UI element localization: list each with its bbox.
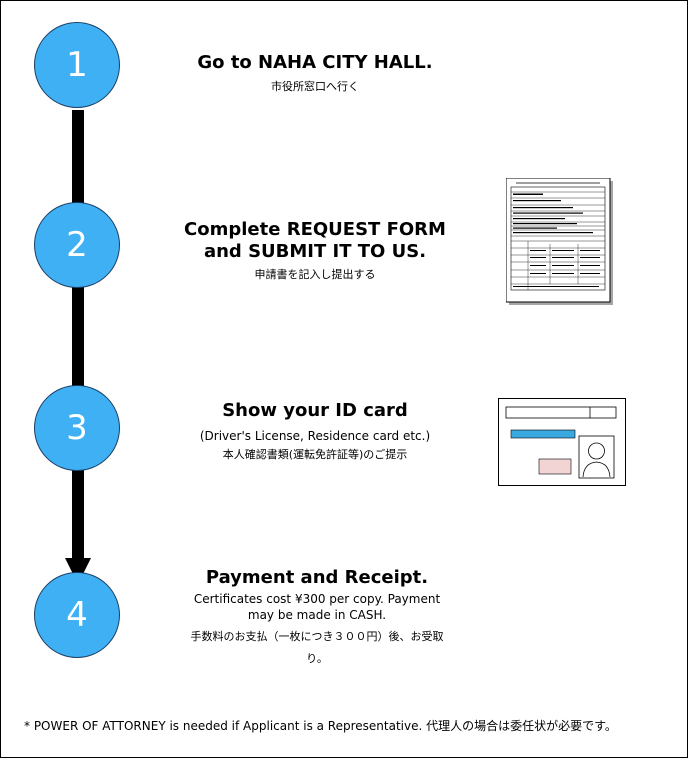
id-card-icon	[498, 398, 626, 486]
step-2-title-line-2: and SUBMIT IT TO US.	[203, 240, 427, 262]
step-1-subtitle-ja: 市役所窓口へ行く	[271, 79, 359, 93]
connector-line-3-4	[72, 455, 84, 563]
step-4-circle: 4	[34, 572, 120, 658]
step-4-detail-ja-line-1: 手数料のお支払（一枚につき３００円）後、お受取	[190, 629, 444, 643]
step-3-subtitle-en: (Driver's License, Residence card etc.)	[199, 428, 431, 443]
request-form-document-icon	[506, 178, 613, 305]
step-4-number: 4	[66, 595, 88, 635]
step-2-number: 2	[66, 225, 88, 265]
step-2-text: Complete REQUEST FORM and SUBMIT IT TO U…	[150, 219, 480, 284]
step-3-circle: 3	[34, 385, 120, 471]
step-3-subtitle-ja: 本人確認書類(運転免許証等)のご提示	[222, 447, 408, 461]
step-1-text: Go to NAHA CITY HALL. 市役所窓口へ行く	[150, 52, 480, 95]
power-of-attorney-note: * POWER OF ATTORNEY is needed if Applica…	[24, 719, 617, 733]
step-1-number: 1	[66, 45, 88, 85]
step-3-title: Show your ID card	[222, 400, 408, 421]
step-3-text: Show your ID card (Driver's License, Res…	[150, 400, 480, 463]
step-4-detail-en-line-1: Certificates cost ¥300 per copy. Payment	[193, 591, 441, 606]
step-4-text: Payment and Receipt. Certificates cost ¥…	[152, 567, 482, 668]
step-2-circle: 2	[34, 202, 120, 288]
step-1-circle: 1	[34, 22, 120, 108]
step-2-title-line-1: Complete REQUEST FORM	[184, 219, 446, 240]
step-1-title: Go to NAHA CITY HALL.	[197, 52, 433, 73]
connector-line-2-3	[72, 280, 84, 410]
step-3-number: 3	[66, 408, 88, 448]
step-2-subtitle-ja: 申請書を記入し提出する	[254, 268, 376, 282]
step-4-title: Payment and Receipt.	[205, 567, 429, 588]
step-4-detail-en-line-2: may be made in CASH.	[247, 607, 387, 622]
step-4-detail-ja-line-2: り。	[306, 652, 328, 666]
